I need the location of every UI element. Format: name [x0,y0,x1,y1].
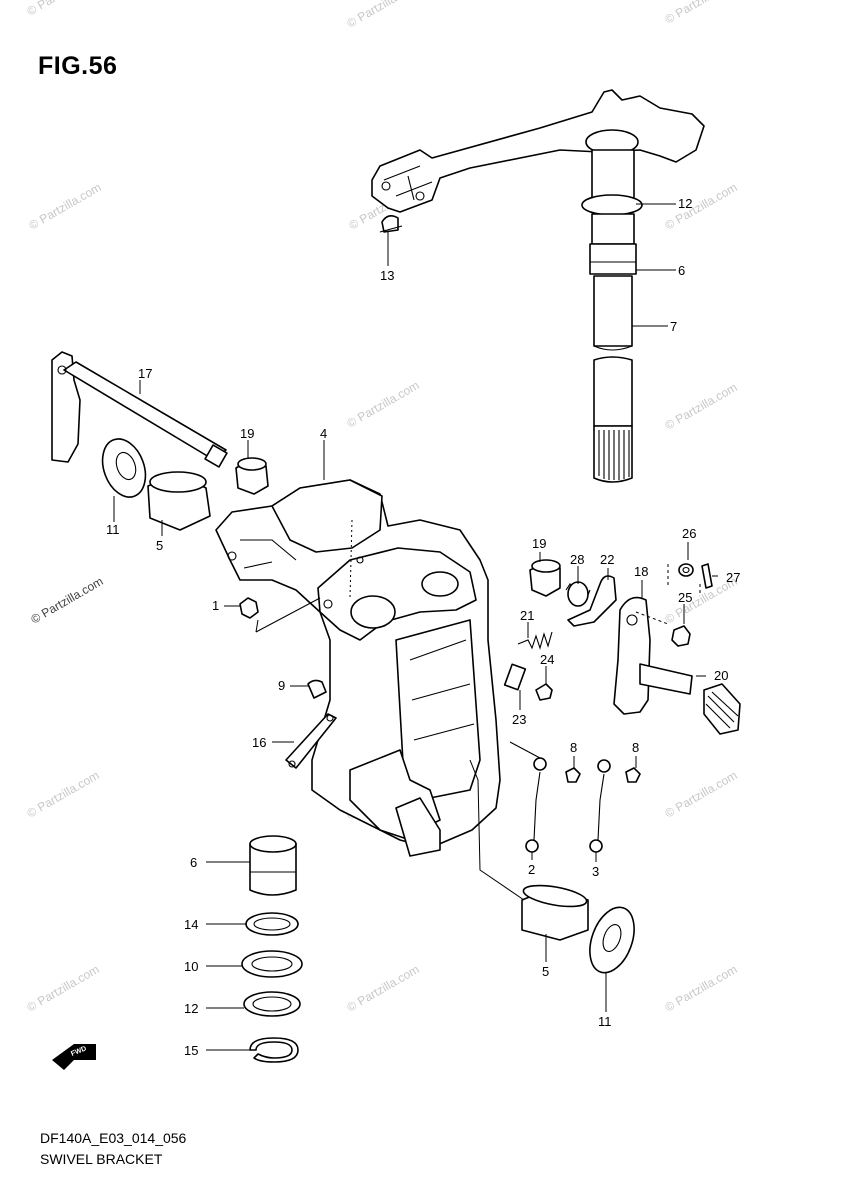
shaft-cap-bolt [379,214,403,233]
callout-6: 6 [190,855,197,870]
tension-spring [517,631,553,650]
lock-lever [567,575,617,627]
callout-12: 12 [678,196,692,211]
thrust-washer [101,438,147,498]
washer-12-lower [243,991,301,1017]
coil-spring [565,581,591,607]
screw-24 [535,683,553,701]
callout-8: 8 [570,740,577,755]
ground-lead-3 [589,759,611,853]
callout-19: 19 [240,426,254,441]
leader-lines [113,203,718,1051]
diagram-code: DF140A_E03_014_056 [40,1130,187,1146]
tilt-tube [51,351,228,468]
callout-3: 3 [592,864,599,879]
callout-11: 11 [106,522,120,537]
lower-right-washer [589,906,635,974]
callout-14: 14 [184,917,198,932]
callout-17: 17 [138,366,152,381]
steering-arm [371,89,705,213]
callout-7: 7 [670,319,677,334]
screw-8a [565,767,581,783]
nut-25 [671,625,691,647]
callout-6: 6 [678,263,685,278]
bushing [147,471,211,531]
callout-18: 18 [634,564,648,579]
washer-26 [678,563,694,577]
cotter-pin [701,563,713,589]
watermark-text: © Partzilla.com [663,0,740,27]
callout-5: 5 [542,964,549,979]
pilot-shaft [581,149,643,483]
washer-10 [241,950,303,978]
washer-14 [245,912,299,936]
callout-25: 25 [678,590,692,605]
callout-8: 8 [632,740,639,755]
callout-22: 22 [600,552,614,567]
diagram-name: SWIVEL BRACKET [40,1151,163,1167]
screw-8b [625,767,641,783]
watermark-text: © Partzilla.com [27,180,104,233]
snap-ring [249,1037,299,1063]
callout-11: 11 [598,1014,612,1029]
watermark-text: © Partzilla.com [29,574,106,627]
callout-28: 28 [570,552,584,567]
bolt-9 [307,679,327,699]
callout-24: 24 [540,652,554,667]
ground-lead-2 [525,757,547,853]
callout-15: 15 [184,1043,198,1058]
mount-bolt-1 [239,597,259,619]
top-bushing [235,457,269,495]
callout-27: 27 [726,570,740,585]
callout-9: 9 [278,678,285,693]
callout-12: 12 [184,1001,198,1016]
clip-plate [503,663,527,691]
watermark-text: © Partzilla.com [25,0,102,19]
watermark-text: © Partzilla.com [663,380,740,433]
tilt-stop-link [285,713,337,769]
callout-5: 5 [156,538,163,553]
watermark-text: © Partzilla.com [25,768,102,821]
swivel-bracket-body [215,479,501,857]
tilt-lock-arm [613,596,693,715]
tilt-lock-pad [703,683,741,735]
forward-direction-arrow: FWD [52,1044,96,1070]
watermark-text: © Partzilla.com [25,962,102,1015]
watermark-text: © Partzilla.com [663,962,740,1015]
callout-4: 4 [320,426,327,441]
callout-1: 1 [212,598,219,613]
figure-title: FIG.56 [38,52,118,80]
callout-labels: 12 6 7 13 17 19 4 11 5 1 19 28 22 18 26 … [106,196,740,1058]
callout-16: 16 [252,735,266,750]
callout-26: 26 [682,526,696,541]
callout-13: 13 [380,268,394,283]
callout-19: 19 [532,536,546,551]
collar-bushing [529,559,561,597]
watermark-text: © Partzilla.com [345,962,422,1015]
callout-20: 20 [714,668,728,683]
watermark-text: © Partzilla.com [663,180,740,233]
callout-23: 23 [512,712,526,727]
lower-bushing [249,835,297,896]
callout-21: 21 [520,608,534,623]
lower-right-bushing [521,884,589,941]
watermark-text: © Partzilla.com [345,0,422,31]
callout-10: 10 [184,959,198,974]
watermark-text: © Partzilla.com [345,378,422,431]
watermark-text: © Partzilla.com [663,768,740,821]
callout-2: 2 [528,862,535,877]
